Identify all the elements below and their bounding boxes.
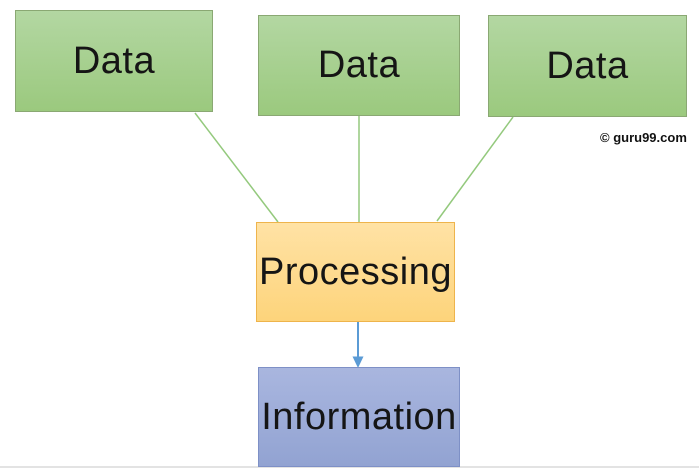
node-data-3-label: Data bbox=[546, 44, 629, 87]
node-data-2: Data bbox=[258, 15, 460, 116]
node-information-label: Information bbox=[261, 395, 457, 438]
edge-data3-processing bbox=[436, 116, 514, 222]
node-processing-label: Processing bbox=[259, 250, 452, 293]
node-data-3: Data bbox=[488, 15, 687, 117]
node-processing: Processing bbox=[256, 222, 455, 322]
edge-data1-processing bbox=[194, 112, 279, 223]
node-data-1-label: Data bbox=[72, 39, 156, 82]
node-data-1: Data bbox=[15, 10, 213, 112]
node-data-2-label: Data bbox=[317, 44, 401, 86]
baseline-divider bbox=[0, 466, 699, 468]
guru99-watermark: © guru99.com bbox=[600, 130, 687, 145]
node-information: Information bbox=[258, 367, 460, 467]
